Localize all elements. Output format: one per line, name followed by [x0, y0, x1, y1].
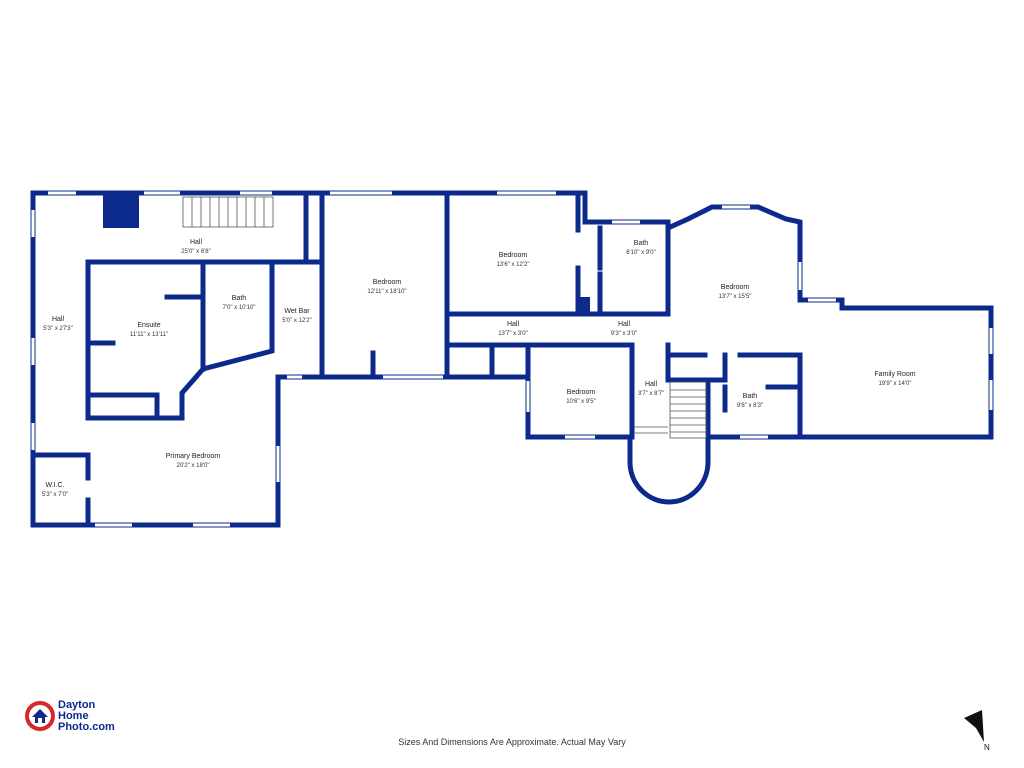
room-name-hall-mid: Hall — [507, 321, 520, 328]
compass-label: N — [984, 743, 990, 752]
room-name-primary-bedroom: Primary Bedroom — [166, 453, 221, 460]
house-logo-icon — [25, 701, 55, 731]
staircase-top — [182, 196, 274, 228]
compass-arrow-icon — [964, 710, 984, 742]
room-dims-family-room: 19'9" x 14'0" — [879, 381, 912, 387]
walls — [30, 190, 994, 528]
room-name-bedroom-4: Bedroom — [567, 389, 596, 396]
room-name-hall-stair: Hall — [645, 381, 658, 388]
room-dims-wet-bar: 5'0" x 12'2" — [282, 318, 312, 324]
logo-text-line2: Home — [58, 710, 89, 722]
room-dims-primary-bedroom: 20'2" x 18'0" — [177, 463, 210, 469]
room-dims-bedroom-1: 12'11" x 18'10" — [367, 289, 406, 295]
company-logo: Dayton Home Photo.com — [24, 698, 154, 738]
room-labels: Hall 25'0" x 6'8" Hall 5'3" x 27'3" Ensu… — [42, 239, 916, 498]
room-dims-hall-mid: 13'7" x 3'0" — [498, 331, 528, 337]
room-dims-bath-3: 9'8" x 8'3" — [737, 403, 763, 409]
room-dims-bath-2: 6'10" x 9'0" — [626, 250, 656, 256]
room-name-hall-mid2: Hall — [618, 321, 631, 328]
room-dims-bedroom-3: 13'7" x 15'5" — [719, 294, 752, 300]
room-name-hall-top: Hall — [190, 239, 203, 246]
room-name-bedroom-2: Bedroom — [499, 252, 528, 259]
logo-text-line3: Photo.com — [58, 721, 115, 733]
room-dims-hall-left: 5'3" x 27'3" — [43, 326, 73, 332]
disclaimer-text: Sizes And Dimensions Are Approximate. Ac… — [398, 737, 626, 747]
room-name-bath-1: Bath — [232, 295, 247, 302]
room-dims-bedroom-2: 13'6" x 12'2" — [497, 262, 530, 268]
room-dims-ensuite: 11'11" x 13'11" — [130, 332, 168, 338]
room-name-bedroom-1: Bedroom — [373, 279, 402, 286]
room-name-ensuite: Ensuite — [137, 322, 160, 329]
room-dims-bedroom-4: 10'6" x 9'5" — [566, 399, 596, 405]
room-dims-hall-mid2: 9'3" x 3'0" — [611, 331, 637, 337]
logo-text-line1: Dayton — [58, 699, 96, 711]
windows — [31, 191, 993, 527]
staircase-center — [634, 381, 707, 439]
room-dims-bath-1: 7'0" x 10'10" — [223, 305, 256, 311]
room-dims-hall-stair: 3'7" x 8'7" — [638, 391, 664, 397]
room-name-family-room: Family Room — [874, 371, 915, 378]
room-name-hall-left: Hall — [52, 316, 65, 323]
north-compass: N — [958, 706, 998, 756]
room-name-wet-bar: Wet Bar — [284, 308, 310, 315]
room-name-bath-2: Bath — [634, 240, 649, 247]
room-name-wic: W.I.C. — [45, 482, 64, 489]
room-name-bath-3: Bath — [743, 393, 758, 400]
room-name-bedroom-3: Bedroom — [721, 284, 750, 291]
room-dims-hall-top: 25'0" x 6'8" — [181, 249, 211, 255]
room-dims-wic: 5'3" x 7'0" — [42, 492, 68, 498]
